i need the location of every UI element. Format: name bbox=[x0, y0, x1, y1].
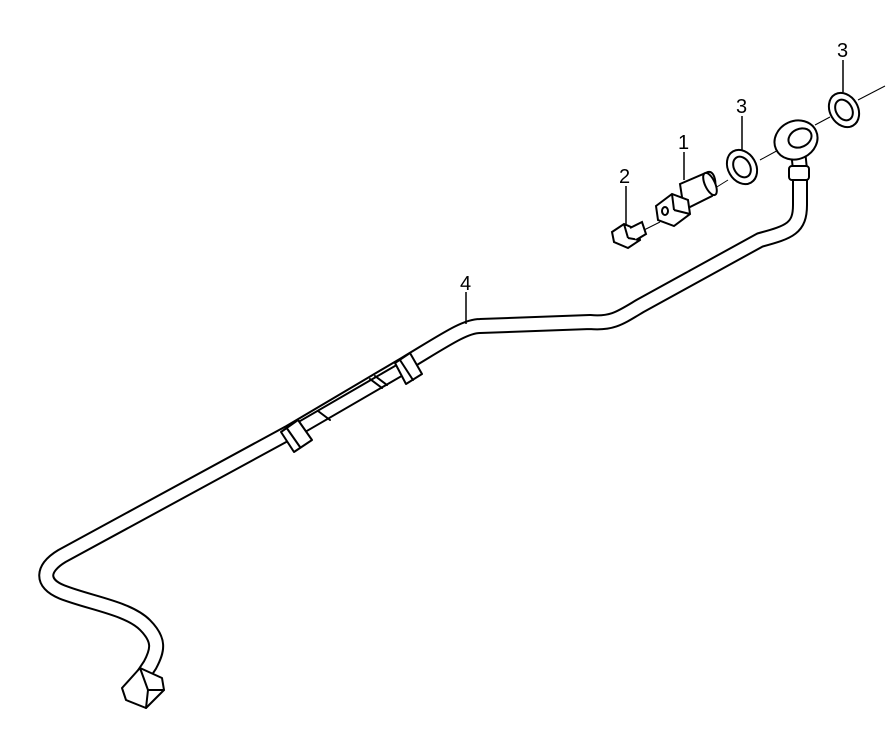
hose-fitting-lower bbox=[280, 419, 313, 453]
pipe-end-nut bbox=[121, 667, 165, 709]
small-bolt bbox=[610, 220, 648, 250]
banjo-bolt bbox=[654, 170, 718, 228]
label-washer-outer: 3 bbox=[837, 40, 848, 62]
label-pipe: 4 bbox=[460, 273, 471, 295]
pipe-outline bbox=[38, 142, 808, 688]
washer-outer bbox=[827, 91, 861, 129]
hose-band-2 bbox=[369, 378, 383, 389]
pipe-assembly bbox=[38, 119, 819, 709]
label-washer-inner: 3 bbox=[736, 96, 747, 118]
pipe-collar-upper bbox=[788, 165, 810, 181]
washer-inner bbox=[725, 148, 759, 186]
hose-fitting-upper bbox=[394, 352, 423, 385]
label-banjo-bolt: 1 bbox=[678, 132, 689, 154]
label-small-bolt: 2 bbox=[619, 166, 630, 188]
leader-lines bbox=[465, 60, 844, 324]
pipe-core bbox=[40, 144, 806, 686]
hose-band-3 bbox=[374, 375, 388, 386]
banjo-eye bbox=[773, 119, 819, 161]
hose-band-1 bbox=[317, 410, 331, 421]
hose-core bbox=[295, 365, 405, 433]
